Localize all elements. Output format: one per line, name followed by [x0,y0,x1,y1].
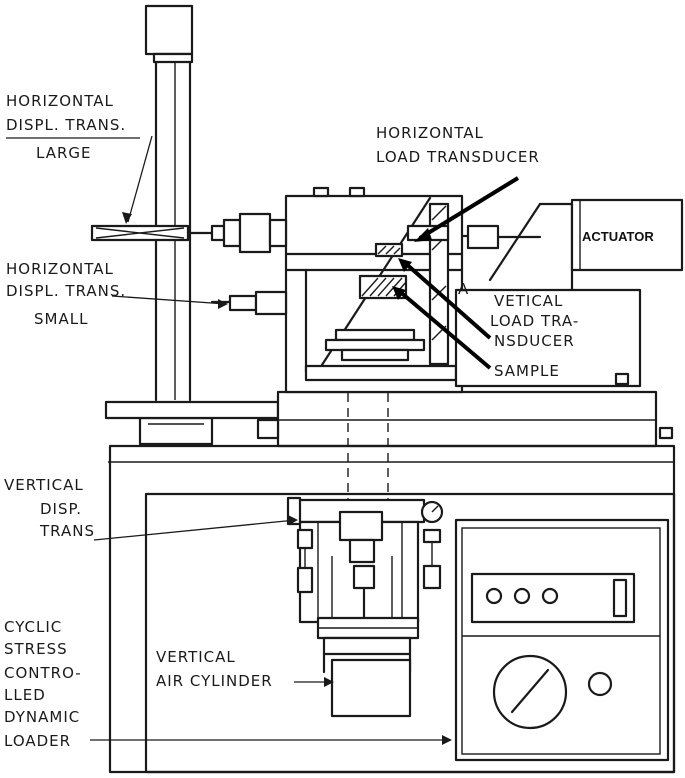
sample-block [358,274,408,300]
leader-vert-load [402,260,492,340]
arrowhead [288,515,298,525]
svg-text:TRANS: TRANS [39,522,95,540]
label-air-cylinder: VERTICAL AIR CYLINDER [156,648,273,690]
dashed-shaft [347,378,389,508]
svg-text:DISPL. TRANS.: DISPL. TRANS. [6,282,126,300]
leader-vert-disp [93,519,297,541]
leader-horiz-small [111,295,227,305]
arrowhead [398,258,412,272]
air-cylinder [330,658,412,718]
svg-text:HORIZONTAL: HORIZONTAL [6,260,114,278]
svg-text:SMALL: SMALL [34,310,88,328]
panel-knob-3 [541,587,559,605]
svg-text:LOAD TRANSDUCER: LOAD TRANSDUCER [376,148,540,166]
loader-cabinet [108,444,676,774]
svg-text:CONTRO-: CONTRO- [4,664,82,682]
svg-text:LOADER: LOADER [4,732,71,750]
support-column [138,4,214,446]
svg-text:VERTICAL: VERTICAL [4,476,84,494]
svg-text:VERTICAL: VERTICAL [156,648,236,666]
arrowhead [442,735,452,745]
svg-text:DYNAMIC: DYNAMIC [4,708,80,726]
svg-text:CYCLIC: CYCLIC [4,618,62,636]
label-horiz-load: HORIZONTAL LOAD TRANSDUCER [376,124,540,166]
svg-text:HORIZONTAL: HORIZONTAL [6,92,114,110]
panel-button [587,671,613,697]
leader-sample [396,288,492,370]
panel-knob-2 [513,587,531,605]
leader-horiz-large [127,135,153,223]
svg-text:AIR CYLINDER: AIR CYLINDER [156,672,273,690]
base-plate [104,390,674,448]
label-marker-a: A- [458,280,475,298]
panel-knob-1 [485,587,503,605]
horizontal-rod-assembly [90,212,288,316]
actuator-assembly [454,198,684,388]
air-cylinder-assembly [286,496,444,718]
gauge-dial-icon [492,654,568,730]
svg-text:STRESS: STRESS [4,640,68,658]
arrowhead [392,286,406,300]
label-sample: SAMPLE [494,362,560,380]
control-panel [454,518,670,762]
label-vert-load: VETICAL LOAD TRA- NSDUCER [490,292,579,350]
label-cyclic-loader: CYCLIC STRESS CONTRO- LLED DYNAMIC LOADE… [4,618,82,750]
horiz-disp-trans-small [228,294,258,312]
label-vert-disp: VERTICAL DISP. TRANS [4,476,95,540]
actuator-motor [570,198,684,272]
arrowhead [414,228,432,242]
arrowhead [324,677,334,687]
leader-horiz-load [418,176,520,240]
svg-text:DISPL. TRANS.: DISPL. TRANS. [6,116,126,134]
arrowhead [122,212,132,224]
label-horiz-disp-large: HORIZONTAL DISPL. TRANS. LARGE [6,92,140,162]
svg-text:NSDUCER: NSDUCER [494,332,575,350]
label-actuator: ACTUATOR [582,229,654,244]
svg-text:VETICAL: VETICAL [494,292,563,310]
arrowhead [218,299,228,309]
svg-text:DISP.: DISP. [40,500,82,518]
svg-text:HORIZONTAL: HORIZONTAL [376,124,484,142]
svg-text:LARGE: LARGE [36,144,92,162]
svg-text:LOAD TRA-: LOAD TRA- [490,312,579,330]
label-horiz-disp-small: HORIZONTAL DISPL. TRANS. SMALL [6,260,126,328]
svg-text:LLED: LLED [4,686,46,704]
